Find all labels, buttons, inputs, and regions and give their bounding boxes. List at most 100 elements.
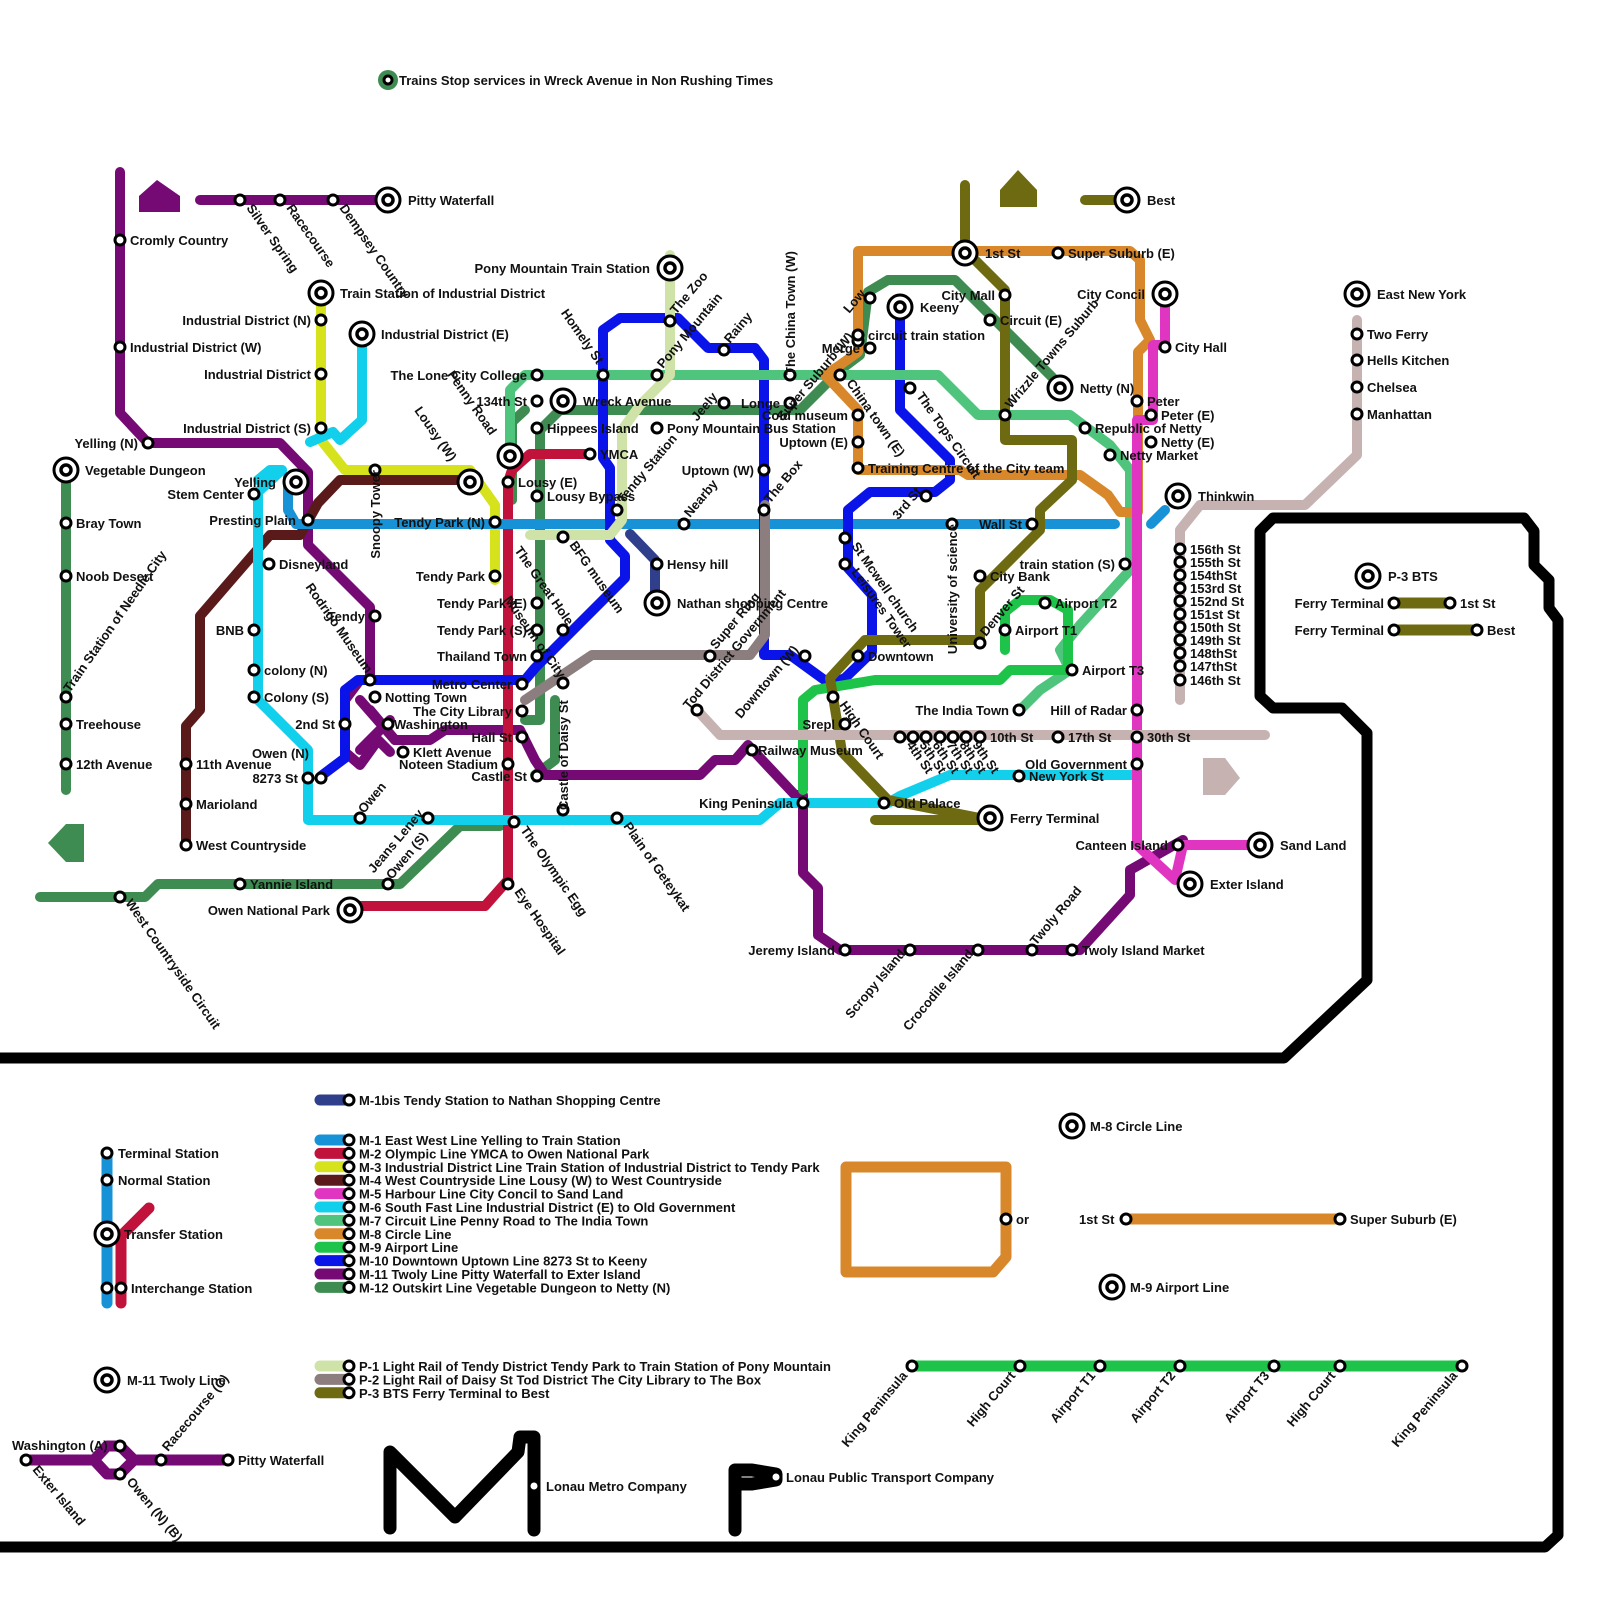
station-stem-center-14[interactable] (249, 489, 259, 499)
station-klett-avenue-41[interactable] (398, 747, 408, 757)
station-disneyland-21[interactable] (264, 559, 274, 569)
station-the-india-town-126[interactable] (1014, 705, 1024, 715)
station-netty-market-109[interactable] (1105, 450, 1115, 460)
station-two-ferry-151[interactable] (1352, 329, 1362, 339)
station-152nd-st-159[interactable] (1175, 596, 1185, 606)
station-uptown-w-82[interactable] (759, 465, 769, 475)
station-jeremy-island-145[interactable] (840, 945, 850, 955)
station-the-zoo-49[interactable] (665, 316, 675, 326)
station-washington-40[interactable] (383, 719, 393, 729)
station-city-hall-96[interactable] (1160, 342, 1170, 352)
station-hells-kitchen-152[interactable] (1352, 355, 1362, 365)
station-154thst-157[interactable] (1175, 570, 1185, 580)
station-tendy-44[interactable] (370, 611, 380, 621)
station-china-town-e-97[interactable] (835, 370, 845, 380)
station-industrial-district-s-10[interactable] (316, 423, 326, 433)
station-high-court-123[interactable] (828, 692, 838, 702)
station-industrial-district-9[interactable] (316, 369, 326, 379)
station-colony-s-24[interactable] (249, 692, 259, 702)
station-republic-of-netty-108[interactable] (1080, 423, 1090, 433)
station-new-york-st-138[interactable] (1014, 771, 1024, 781)
station-the-olympic-egg-32[interactable] (509, 817, 519, 827)
station-2nd-st-39[interactable] (340, 719, 350, 729)
station-metro-center-70[interactable] (517, 679, 527, 689)
station-153rd-st-158[interactable] (1175, 583, 1185, 593)
station-peter-105[interactable] (1132, 396, 1142, 406)
station-owen-n-38[interactable] (316, 773, 326, 783)
station-old-palace-140[interactable] (879, 798, 889, 808)
station-cromly-country-4[interactable] (115, 235, 125, 245)
station-156th-st-155[interactable] (1175, 544, 1185, 554)
station-17th-st-129[interactable] (1053, 732, 1063, 742)
station-lousy-e-59[interactable] (503, 477, 513, 487)
station-industrial-district-n-6[interactable] (316, 315, 326, 325)
station-west-countryside-circuit-28[interactable] (115, 892, 125, 902)
station-uptown-e-99[interactable] (853, 437, 863, 447)
station-bray-town-16[interactable] (61, 518, 71, 528)
station-old-government-137[interactable] (1132, 759, 1142, 769)
station-tendy-park-n-61[interactable] (490, 517, 500, 527)
station-best-170[interactable] (1472, 625, 1482, 635)
station-canteen-island-142[interactable] (1173, 840, 1183, 850)
station-downtown-w-122[interactable] (800, 651, 810, 661)
station-scropy-island-146[interactable] (905, 945, 915, 955)
station-twoly-island-market-149[interactable] (1067, 945, 1077, 955)
station-colony-n-23[interactable] (249, 665, 259, 675)
station-super-ring-78[interactable] (705, 651, 715, 661)
station-industrial-district-w-8[interactable] (115, 342, 125, 352)
station-1st-st-168[interactable] (1445, 598, 1455, 608)
station-airport-t2-120[interactable] (1040, 598, 1050, 608)
station-146th-st-165[interactable] (1175, 675, 1185, 685)
station-homely-st-52[interactable] (598, 370, 608, 380)
station-hall-st-72[interactable] (517, 732, 527, 742)
station-museum-of-city-75[interactable] (558, 678, 568, 688)
station-crocodile-island-147[interactable] (973, 945, 983, 955)
station-hensy-hill-79[interactable] (652, 559, 662, 569)
station-149th-st-162[interactable] (1175, 635, 1185, 645)
station-yelling-n-11[interactable] (143, 438, 153, 448)
station-marioland-26[interactable] (181, 799, 191, 809)
station-ymca-58[interactable] (585, 449, 595, 459)
station-rainy-51[interactable] (719, 345, 729, 355)
station-wall-st-111[interactable] (1027, 519, 1037, 529)
station-netty-e-107[interactable] (1146, 437, 1156, 447)
station-noteen-stadium-73[interactable] (503, 759, 513, 769)
station-8273-st-37[interactable] (303, 773, 313, 783)
station-presting-plain-15[interactable] (303, 515, 313, 525)
station-circuit-e-94[interactable] (985, 315, 995, 325)
station-airport-t3-121[interactable] (1067, 665, 1077, 675)
station-the-great-hole-65[interactable] (558, 625, 568, 635)
station-denver-st-118[interactable] (975, 638, 985, 648)
station-155th-st-156[interactable] (1175, 557, 1185, 567)
station-city-bank-113[interactable] (975, 571, 985, 581)
station-wrizzle-towns-suburb-103[interactable] (1000, 410, 1010, 420)
station-treehouse-19[interactable] (61, 719, 71, 729)
station-west-countryside-27[interactable] (181, 840, 191, 850)
station-151st-st-160[interactable] (1175, 609, 1185, 619)
station-150th-st-161[interactable] (1175, 622, 1185, 632)
station-pony-mountain-50[interactable] (652, 370, 662, 380)
station-ferry-terminal-169[interactable] (1389, 625, 1399, 635)
station-yannie-island-29[interactable] (235, 879, 245, 889)
station-ferry-terminal-167[interactable] (1389, 598, 1399, 608)
station-dempsey-country-3[interactable] (328, 195, 338, 205)
station-notting-town-42[interactable] (370, 692, 380, 702)
station-chelsea-153[interactable] (1352, 382, 1362, 392)
station-bnb-22[interactable] (249, 625, 259, 635)
station-downtown-117[interactable] (853, 651, 863, 661)
station-4th-st-131[interactable] (895, 732, 905, 742)
station-city-mall-91[interactable] (1000, 290, 1010, 300)
station-train-station-s-112[interactable] (1120, 559, 1130, 569)
station-the-tops-circuit-101[interactable] (905, 383, 915, 393)
station-railway-museum-125[interactable] (747, 745, 757, 755)
station-12th-avenue-20[interactable] (61, 759, 71, 769)
station-the-city-library-71[interactable] (517, 706, 527, 716)
station-tendy-park-e-67[interactable] (532, 598, 542, 608)
station-lousy-bypass-60[interactable] (532, 491, 542, 501)
station-147thst-164[interactable] (1175, 661, 1185, 671)
station-silver-spring-1[interactable] (235, 195, 245, 205)
station-king-peninsula-139[interactable] (798, 798, 808, 808)
station-148thst-163[interactable] (1175, 648, 1185, 658)
station-jeely-81[interactable] (719, 398, 729, 408)
station-134th-st-54[interactable] (532, 396, 542, 406)
